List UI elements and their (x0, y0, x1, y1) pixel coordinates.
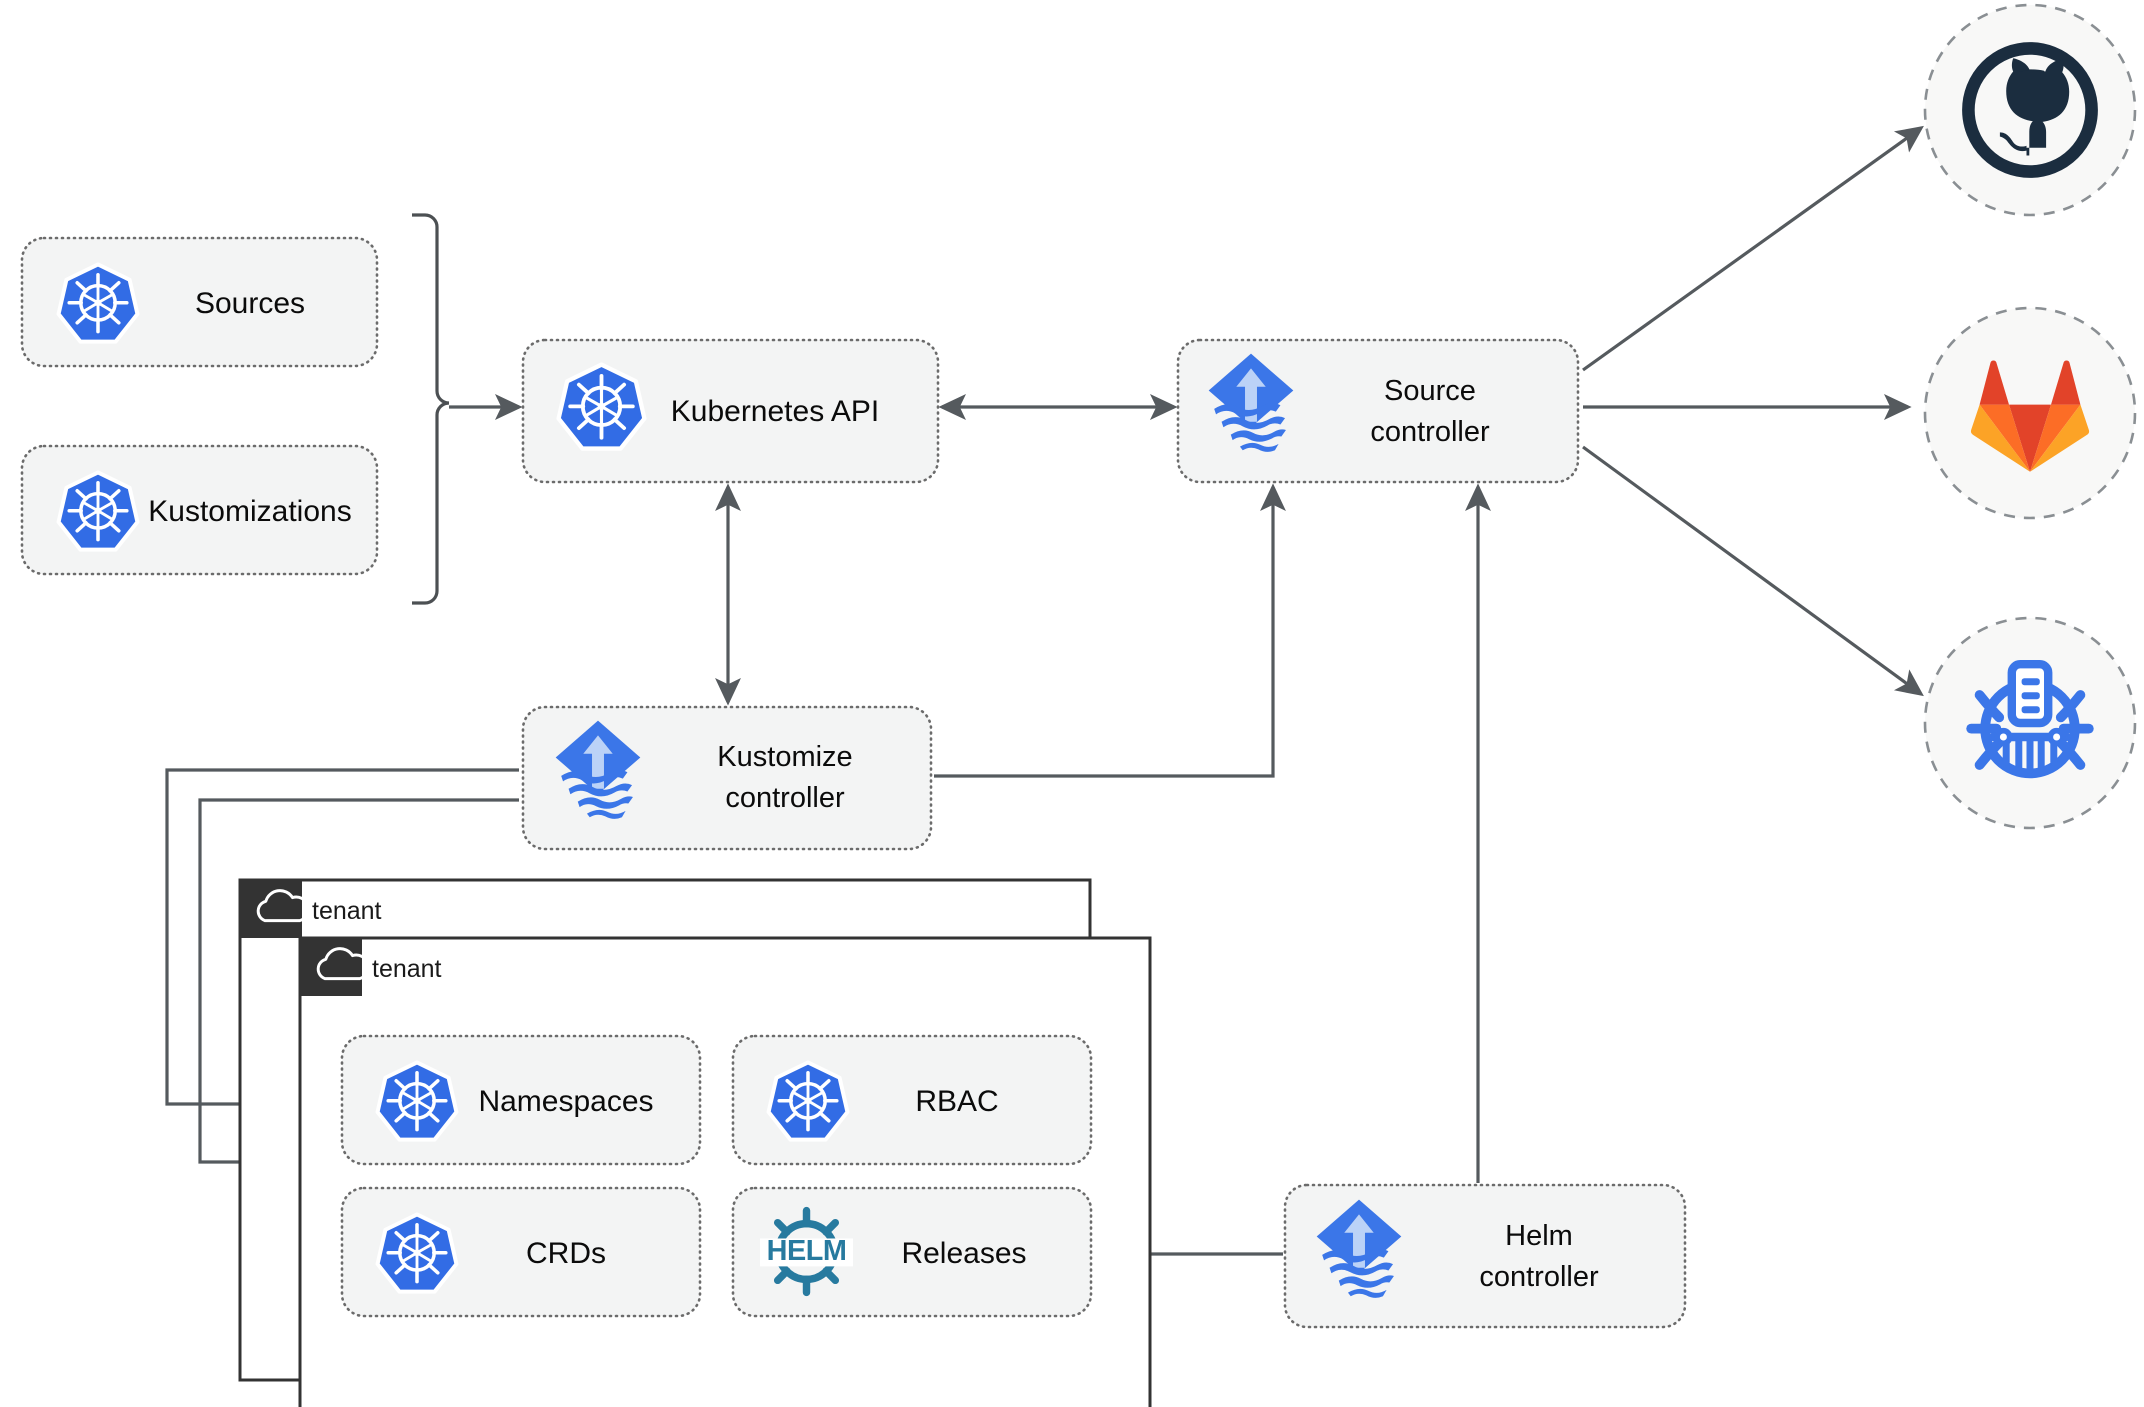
node-source-controller-label-line2: controller (1370, 416, 1490, 448)
kubernetes-icon (59, 264, 138, 341)
node-helm-repository[interactable] (1923, 616, 2137, 830)
node-kustomize-controller-label-line2: controller (725, 782, 845, 814)
node-rbac[interactable]: RBAC (731, 1034, 1093, 1166)
node-kustomizations-label: Kustomizations (148, 495, 351, 528)
node-sources-label: Sources (195, 287, 305, 320)
node-github[interactable] (1923, 3, 2137, 217)
node-helm-controller[interactable]: Helm controller (1283, 1183, 1687, 1329)
edge-source-controller-to-github (1582, 125, 1924, 372)
edge-kustomize-to-tenant-outer (165, 768, 519, 1117)
kubernetes-icon (378, 1062, 457, 1139)
node-crds[interactable]: CRDs (340, 1186, 702, 1318)
node-gitlab[interactable] (1923, 306, 2137, 520)
node-namespaces[interactable]: Namespaces (340, 1034, 702, 1166)
tenant-inner-label: tenant (372, 955, 442, 983)
node-helm-controller-label-line1: Helm (1505, 1220, 1573, 1252)
node-kustomize-controller[interactable]: Kustomize controller (521, 705, 933, 851)
node-rbac-label: RBAC (915, 1085, 998, 1118)
tenant-outer-label: tenant (312, 897, 382, 925)
node-kustomizations[interactable]: Kustomizations (20, 444, 379, 576)
node-source-controller-label-line1: Source (1384, 375, 1476, 407)
node-kubernetes-api[interactable]: Kubernetes API (521, 338, 940, 484)
kubernetes-icon (559, 365, 645, 449)
node-releases-label: Releases (901, 1237, 1026, 1270)
tenant-inner[interactable]: tenant (298, 936, 1152, 1407)
group-bracket (412, 213, 450, 605)
kubernetes-icon (769, 1062, 848, 1139)
tenant-inner-tab (300, 938, 362, 996)
node-source-controller[interactable]: Source controller (1176, 338, 1580, 484)
node-kustomize-controller-label-line1: Kustomize (717, 741, 852, 773)
node-releases[interactable]: Releases (731, 1186, 1093, 1318)
node-namespaces-label: Namespaces (478, 1085, 653, 1118)
node-helm-controller-label-line2: controller (1479, 1261, 1599, 1293)
node-crds-label: CRDs (526, 1237, 606, 1270)
tenant-outer-tab (240, 880, 302, 938)
node-kubernetes-api-label: Kubernetes API (671, 395, 879, 428)
edge-source-controller-to-helm-repository (1582, 445, 1924, 697)
edge-kustomize-to-source-controller (934, 483, 1286, 778)
node-sources[interactable]: Sources (20, 236, 379, 368)
kubernetes-icon (378, 1214, 457, 1291)
kubernetes-icon (59, 472, 138, 549)
